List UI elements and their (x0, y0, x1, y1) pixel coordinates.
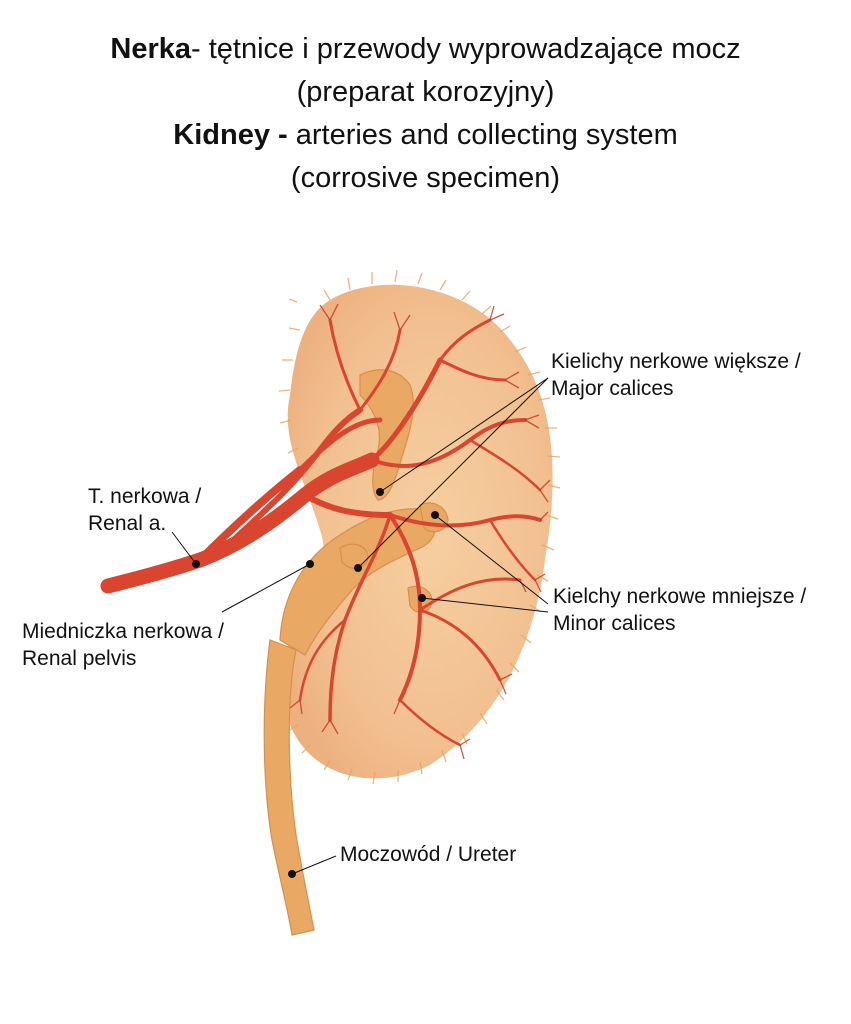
marker-minor-calyx-2 (418, 594, 426, 602)
marker-renal-artery (192, 560, 200, 568)
label-renal-pelvis-en: Renal pelvis (22, 647, 137, 670)
leader-lines (171, 377, 549, 875)
subtitle-english: (corrosive specimen) (290, 162, 561, 194)
arterial-tree (100, 318, 542, 747)
label-major-calices-pl: Kielichy nerkowe większe / (551, 350, 801, 373)
renal-artery-trunk (100, 452, 380, 594)
title-english: Kidney - arteries and collecting system (0, 114, 851, 157)
marker-major-calyx-1 (376, 488, 384, 496)
label-renal-pelvis: Miedniczka nerkowa / Renal pelvis (22, 618, 224, 672)
title-block: Nerka- tętnice i przewody wyprowadzające… (0, 28, 851, 200)
title-polish: Nerka- tętnice i przewody wyprowadzające… (0, 28, 851, 71)
marker-renal-pelvis (306, 560, 314, 568)
minor-calyx-3 (339, 543, 369, 569)
ureter-shape (263, 639, 315, 936)
marker-major-calyx-2 (354, 564, 362, 572)
label-ureter: Moczowód / Ureter (340, 843, 517, 866)
marker-minor-calyx-1 (431, 511, 439, 519)
title-english-rest: arteries and collecting system (287, 119, 678, 151)
marker-ureter (288, 870, 296, 878)
title-english-bold: Kidney - (173, 119, 288, 151)
cortex-fringe (278, 269, 561, 785)
title-polish-bold: Nerka (110, 33, 191, 65)
label-minor-calices: Kielchy nerkowe mniejsze / Minor calices (553, 583, 806, 637)
label-markers (192, 488, 439, 878)
label-renal-pelvis-pl: Miedniczka nerkowa / (22, 620, 224, 643)
label-renal-artery-en: Renal a. (88, 512, 167, 535)
label-renal-artery-pl: T. nerkowa / (88, 485, 202, 508)
major-calyx-upper-shape (359, 369, 414, 501)
subtitle-polish: (preparat korozyjny) (296, 76, 555, 108)
label-minor-calices-en: Minor calices (553, 612, 676, 635)
title-polish-rest: - tętnice i przewody wyprowadzające mocz (191, 33, 741, 65)
label-major-calices: Kielichy nerkowe większe / Major calices (551, 348, 801, 402)
label-renal-artery: T. nerkowa / Renal a. (88, 483, 201, 537)
label-major-calices-en: Major calices (551, 377, 674, 400)
label-minor-calices-pl: Kielchy nerkowe mniejsze / (553, 585, 807, 608)
arterial-twigs (289, 303, 551, 760)
